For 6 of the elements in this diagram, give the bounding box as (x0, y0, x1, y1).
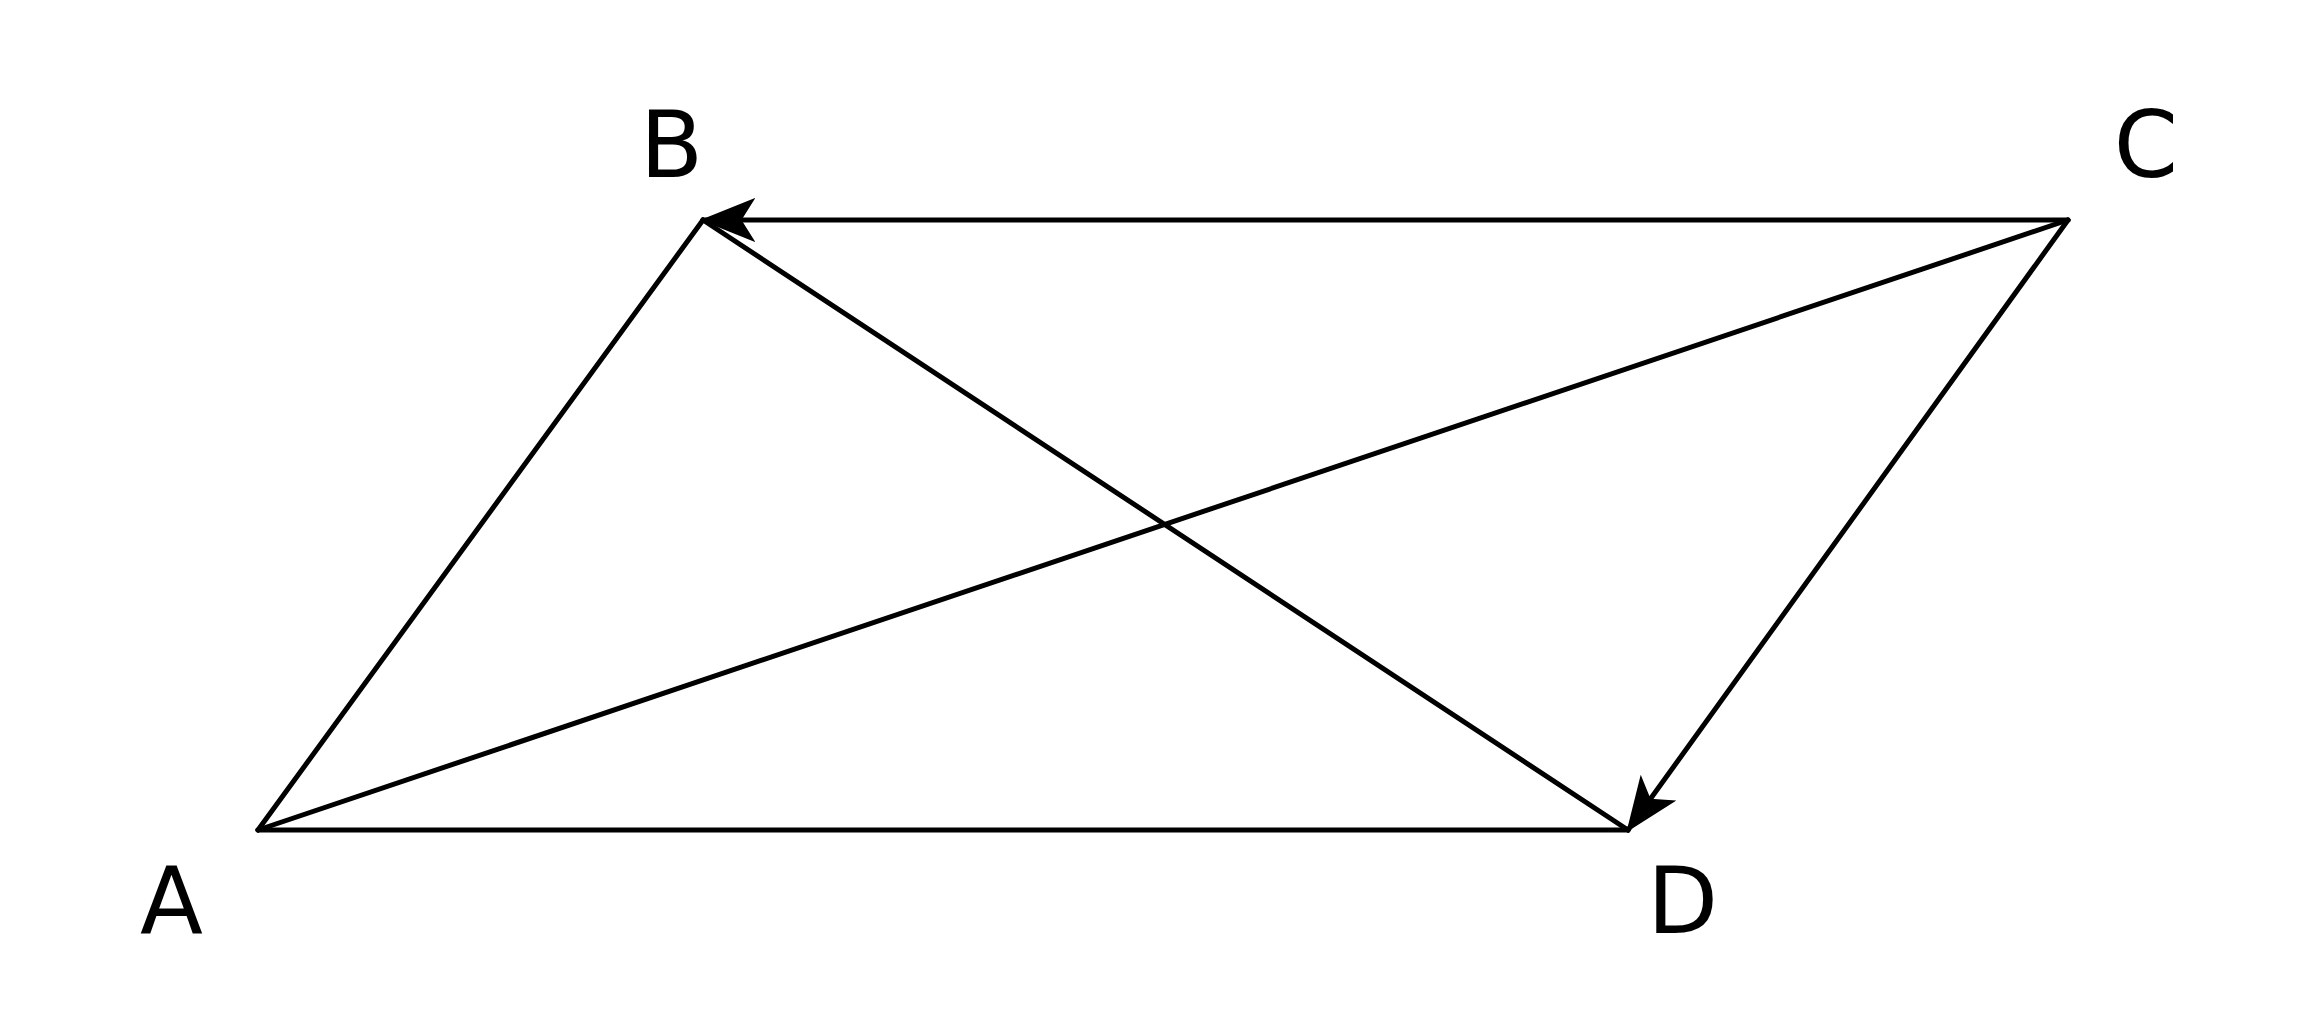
arrow (1625, 217, 2071, 833)
line (255, 827, 1631, 833)
vertex-label: B (640, 100, 704, 192)
vertex-label: A (140, 856, 203, 948)
vertex-label: C (2113, 100, 2178, 192)
vertex-label: D (1647, 856, 1718, 948)
